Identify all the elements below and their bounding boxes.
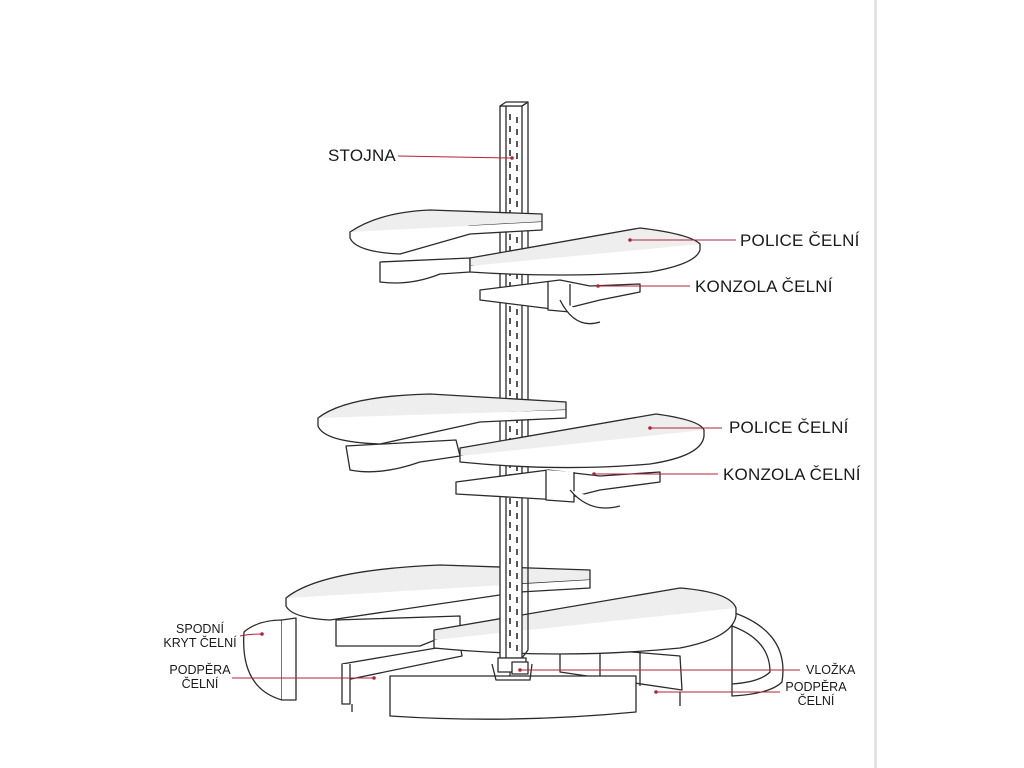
bottom-cover-right	[731, 611, 784, 697]
label-spodni-kryt-line2: KRYT ČELNÍ	[163, 636, 237, 650]
label-podpera-celni-left: PODPĚRA ČELNÍ	[164, 663, 236, 691]
base-insert	[511, 661, 529, 675]
top-shelf-left	[349, 209, 543, 255]
label-vlozka: VLOŽKA	[806, 663, 856, 677]
label-police-celni-top: POLICE ČELNÍ	[740, 231, 860, 250]
label-konzola-celni-top: KONZOLA ČELNÍ	[695, 277, 833, 296]
label-police-celni-mid: POLICE ČELNÍ	[729, 418, 849, 437]
label-podpera-right-line1: PODPĚRA	[785, 680, 847, 694]
label-spodni-kryt-celni: SPODNÍ KRYT ČELNÍ	[160, 622, 240, 650]
middle-shelf-left	[317, 393, 567, 445]
bottom-cover-left	[243, 617, 297, 701]
label-podpera-right-line2: ČELNÍ	[797, 694, 835, 708]
leader-lines	[232, 155, 800, 693]
upright-post	[491, 101, 533, 681]
label-stojna: STOJNA	[328, 146, 396, 165]
top-brackets	[379, 257, 641, 325]
page-divider	[874, 0, 877, 768]
middle-shelf-right	[459, 413, 705, 469]
label-podpera-celni-right: PODPĚRA ČELNÍ	[780, 680, 852, 708]
top-shelf-right	[469, 227, 701, 276]
label-podpera-left-line1: PODPĚRA	[169, 663, 231, 677]
label-podpera-left-line2: ČELNÍ	[181, 677, 219, 691]
bottom-supports	[335, 615, 683, 712]
leader-dots	[260, 156, 658, 694]
middle-brackets	[345, 439, 661, 509]
label-konzola-celni-mid: KONZOLA ČELNÍ	[723, 465, 861, 484]
label-spodni-kryt-line1: SPODNÍ	[176, 622, 224, 636]
bottom-cover-front	[389, 675, 637, 720]
